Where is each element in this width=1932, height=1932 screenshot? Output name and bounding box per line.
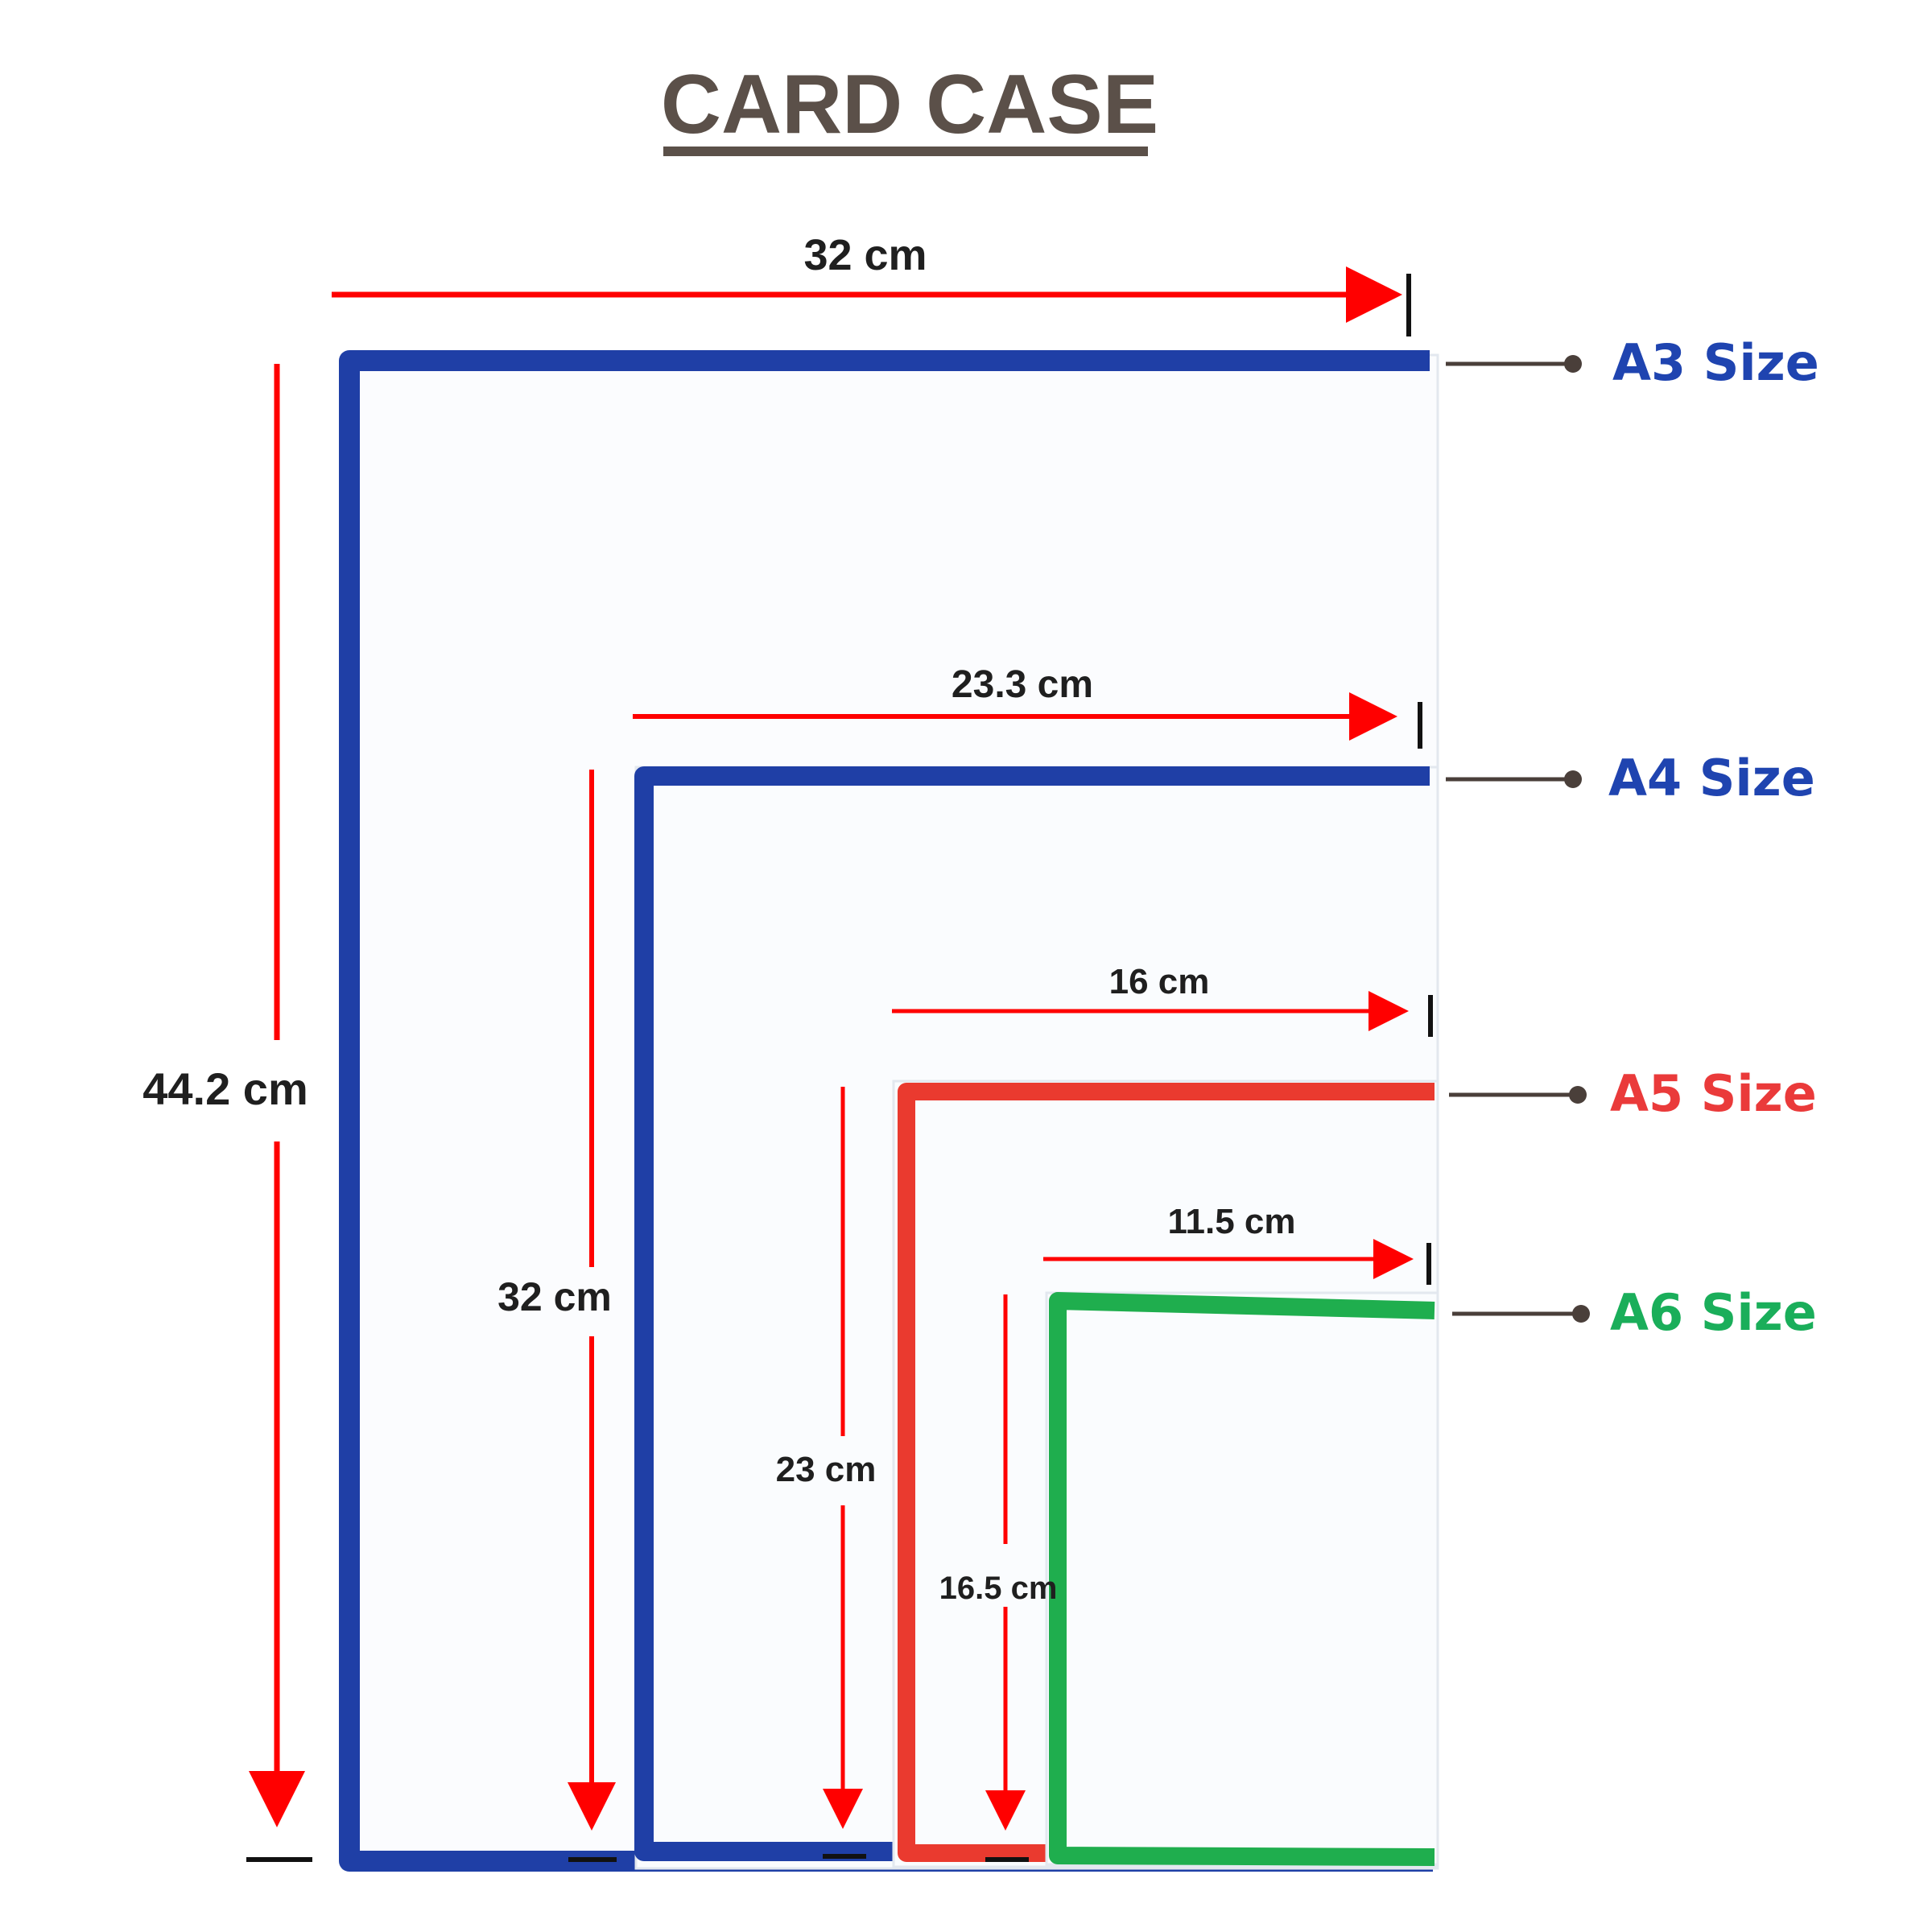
a5-width-dimension: 16 cm: [892, 962, 1433, 1037]
a6-height-dimension: 16.5 cm: [939, 1294, 1058, 1862]
a3-height-label: 44.2 cm: [142, 1063, 308, 1114]
a6-callout: A6 Size: [1452, 1283, 1817, 1342]
page-title: CARD CASE: [661, 58, 1158, 151]
a4-leader-dot: [1564, 770, 1582, 788]
title-underline: [663, 147, 1148, 156]
a5-leader-dot: [1569, 1086, 1587, 1104]
a3-size-label: A3 Size: [1612, 333, 1819, 392]
a4-height-label: 32 cm: [497, 1274, 612, 1319]
a3-leader-dot: [1564, 355, 1582, 373]
a6-height-label: 16.5 cm: [939, 1571, 1058, 1606]
a5-width-label: 16 cm: [1109, 962, 1210, 1001]
a5-height-label: 23 cm: [776, 1450, 877, 1489]
a4-height-dimension: 32 cm: [497, 770, 617, 1862]
a4-size-label: A4 Size: [1608, 749, 1815, 807]
a4-frame: [634, 766, 1430, 1861]
a4-callout: A4 Size: [1446, 749, 1815, 807]
a3-width-dimension: 32 cm: [332, 231, 1411, 336]
a6-width-dimension: 11.5 cm: [1043, 1202, 1431, 1285]
a4-width-dimension: 23.3 cm: [633, 663, 1422, 749]
a5-callout: A5 Size: [1449, 1064, 1817, 1123]
a3-width-label: 32 cm: [803, 231, 927, 279]
a6-frame: [1049, 1292, 1435, 1866]
a6-leader-dot: [1572, 1305, 1590, 1323]
a5-height-dimension: 23 cm: [776, 1087, 877, 1859]
a5-size-label: A5 Size: [1610, 1064, 1817, 1123]
a6-sheet: [1045, 1291, 1439, 1866]
a6-width-label: 11.5 cm: [1167, 1202, 1295, 1241]
a5-frame: [898, 1083, 1435, 1862]
a6-size-label: A6 Size: [1610, 1283, 1817, 1342]
a3-callout: A3 Size: [1446, 333, 1819, 392]
a4-width-label: 23.3 cm: [952, 663, 1093, 706]
a6-case: [1045, 1291, 1439, 1866]
a3-height-dimension: 44.2 cm: [142, 364, 312, 1862]
